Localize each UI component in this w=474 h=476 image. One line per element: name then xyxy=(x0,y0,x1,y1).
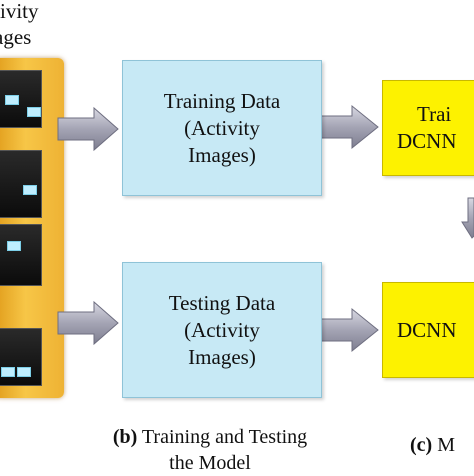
testing-data-line2: (Activity xyxy=(184,317,260,342)
training-data-line3: Images) xyxy=(188,142,256,167)
caption-b-line1: (b) Training and Testing xyxy=(60,424,360,450)
caption-c: (c) M xyxy=(410,432,455,458)
activity-cell xyxy=(23,185,37,195)
dcnn-box: DCNN xyxy=(382,282,474,378)
activity-image-thumbnail xyxy=(0,224,42,286)
activity-cell xyxy=(17,367,31,377)
activity-image-thumbnail xyxy=(0,328,42,386)
caption-b: (b) Training and Testing the Model xyxy=(60,424,360,476)
arrow-right-icon xyxy=(317,104,379,150)
activity-images-caption: ivity ages xyxy=(0,0,56,50)
activity-cell xyxy=(5,95,19,105)
testing-data-line1: Testing Data xyxy=(168,290,276,315)
activity-images-caption-line2: ages xyxy=(0,25,32,49)
activity-cell xyxy=(27,107,41,117)
training-data-box: Training Data (Activity Images) xyxy=(122,60,322,196)
activity-cell xyxy=(1,367,15,377)
train-dcnn-line1: Trai xyxy=(417,102,452,126)
dcnn-line1: DCNN xyxy=(397,317,457,342)
arrow-right-icon xyxy=(57,106,119,152)
activity-images-panel xyxy=(0,58,64,398)
training-data-line1: Training Data xyxy=(163,88,281,113)
train-dcnn-line2: DCNN xyxy=(397,129,457,153)
caption-b-letter: (b) xyxy=(112,426,138,448)
training-data-line2: (Activity xyxy=(184,115,260,140)
caption-c-text: M xyxy=(432,434,455,456)
arrow-right-icon xyxy=(317,307,379,353)
testing-data-box: Testing Data (Activity Images) xyxy=(122,262,322,398)
arrow-right-icon xyxy=(57,300,119,346)
arrow-down-icon xyxy=(461,197,474,239)
caption-b-text: Training and Testing xyxy=(137,426,308,448)
activity-image-thumbnail xyxy=(0,150,42,218)
train-dcnn-box: Trai DCNN xyxy=(382,80,474,176)
caption-b-line2: the Model xyxy=(169,452,251,474)
activity-cell xyxy=(7,241,21,251)
activity-image-thumbnail xyxy=(0,70,42,128)
caption-c-letter: (c) xyxy=(410,434,433,456)
activity-images-caption-line1: ivity xyxy=(0,0,39,23)
testing-data-line3: Images) xyxy=(188,344,256,369)
